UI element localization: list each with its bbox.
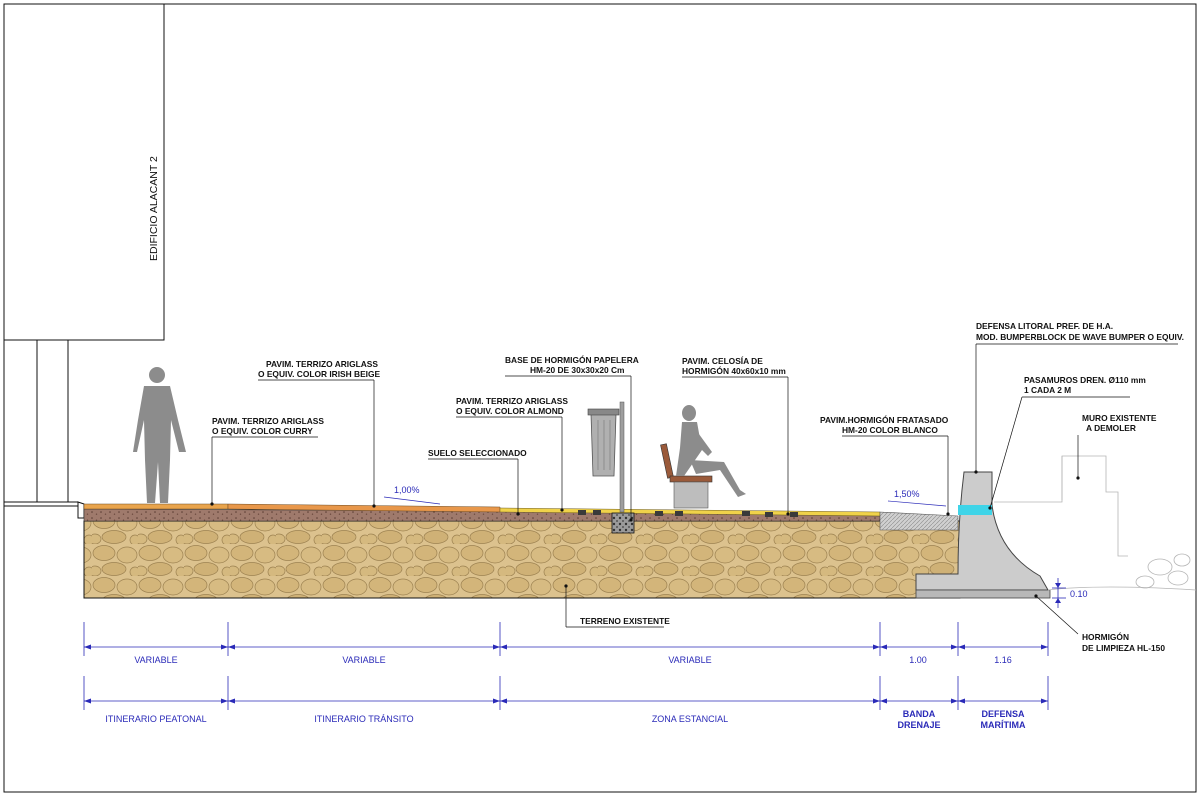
svg-text:0.10: 0.10	[1070, 589, 1088, 599]
litter-bin	[587, 401, 625, 513]
sea-defense-wall	[915, 471, 1051, 599]
label-muro-existente: MURO EXISTENTE A DEMOLER	[1076, 413, 1157, 480]
bench-with-sitting-person	[660, 405, 746, 509]
label-celosia: PAVIM. CELOSÍA DE HORMIGÓN 40x60x10 mm	[682, 355, 790, 516]
label-base-hormigon: BASE DE HORMIGÓN PAPELERA HM-20 DE 30x30…	[505, 354, 639, 522]
building-label: EDIFICIO ALACANT 2	[148, 156, 160, 261]
label-fratasado: PAVIM.HORMIGÓN FRATASADO HM-20 COLOR BLA…	[820, 414, 950, 516]
svg-text:MURO EXISTENTE: MURO EXISTENTE	[1082, 413, 1157, 423]
svg-text:VARIABLE: VARIABLE	[134, 655, 177, 665]
standing-person-figure	[133, 367, 186, 503]
drainage-band	[879, 511, 959, 531]
svg-text:DE LIMPIEZA HL-150: DE LIMPIEZA HL-150	[1082, 643, 1165, 653]
terrain-stone-base	[83, 520, 961, 599]
svg-text:DRENAJE: DRENAJE	[897, 720, 940, 730]
svg-text:VARIABLE: VARIABLE	[668, 655, 711, 665]
drain-pipe	[958, 505, 992, 515]
curry-pavement	[83, 503, 229, 510]
dimension-offset: 0.10	[1052, 578, 1088, 608]
dimension-zone-labels: ITINERARIO PEATONAL ITINERARIO TRÁNSITO …	[105, 709, 1026, 730]
svg-text:1.16: 1.16	[994, 655, 1012, 665]
svg-text:MARÍTIMA: MARÍTIMA	[981, 720, 1026, 730]
dimension-row-widths	[83, 622, 1049, 656]
svg-text:HORMIGÓN: HORMIGÓN	[1082, 631, 1129, 642]
existing-wall	[994, 455, 1197, 591]
svg-text:1,00%: 1,00%	[394, 485, 420, 495]
dimension-row-zones	[83, 676, 1049, 710]
label-terreno-existente: TERRENO EXISTENTE	[564, 584, 670, 628]
svg-text:A DEMOLER: A DEMOLER	[1086, 423, 1136, 433]
svg-text:HM-20 COLOR BLANCO: HM-20 COLOR BLANCO	[842, 425, 938, 435]
label-terrizo-irish-beige: PAVIM. TERRIZO ARIGLASS O EQUIV. COLOR I…	[258, 359, 380, 508]
label-pasamuros: PASAMUROS DREN. Ø110 mm 1 CADA 2 M	[988, 375, 1146, 510]
svg-text:PAVIM. TERRIZO ARIGLASS: PAVIM. TERRIZO ARIGLASS	[212, 416, 324, 426]
svg-text:HORMIGÓN 40x60x10 mm: HORMIGÓN 40x60x10 mm	[682, 365, 786, 376]
lattice-blocks	[578, 510, 798, 517]
label-terrizo-curry: PAVIM. TERRIZO ARIGLASS O EQUIV. COLOR C…	[210, 416, 324, 506]
svg-text:SUELO SELECCIONADO: SUELO SELECCIONADO	[428, 448, 527, 458]
slope-left: 1,00%	[383, 485, 441, 505]
svg-text:DEFENSA: DEFENSA	[981, 709, 1025, 719]
building: EDIFICIO ALACANT 2	[3, 3, 165, 519]
svg-text:O EQUIV. COLOR ALMOND: O EQUIV. COLOR ALMOND	[456, 406, 564, 416]
label-hormigon-limpieza: HORMIGÓN DE LIMPIEZA HL-150	[1034, 594, 1165, 653]
svg-text:BANDA: BANDA	[903, 709, 936, 719]
slope-right: 1,50%	[887, 489, 947, 507]
svg-text:DEFENSA LITORAL PREF. DE H.A.: DEFENSA LITORAL PREF. DE H.A.	[976, 321, 1113, 331]
svg-text:1,50%: 1,50%	[894, 489, 920, 499]
svg-text:MOD. BUMPERBLOCK DE WAVE BUMPE: MOD. BUMPERBLOCK DE WAVE BUMPER O EQUIV.	[976, 332, 1184, 342]
drawing-frame	[3, 3, 1197, 793]
label-terrizo-almond: PAVIM. TERRIZO ARIGLASS O EQUIV. COLOR A…	[456, 396, 568, 512]
svg-text:TERRENO EXISTENTE: TERRENO EXISTENTE	[580, 616, 670, 626]
svg-text:HM-20 DE 30x30x20 Cm: HM-20 DE 30x30x20 Cm	[530, 365, 625, 375]
svg-text:ITINERARIO TRÁNSITO: ITINERARIO TRÁNSITO	[314, 714, 413, 724]
svg-text:BASE DE HORMIGÓN PAPELERA: BASE DE HORMIGÓN PAPELERA	[505, 354, 639, 365]
svg-text:PAVIM.HORMIGÓN FRATASADO: PAVIM.HORMIGÓN FRATASADO	[820, 414, 949, 425]
svg-text:O EQUIV. COLOR IRISH BEIGE: O EQUIV. COLOR IRISH BEIGE	[258, 369, 380, 379]
label-suelo-seleccionado: SUELO SELECCIONADO	[428, 448, 527, 516]
svg-text:ITINERARIO PEATONAL: ITINERARIO PEATONAL	[105, 714, 206, 724]
svg-text:O EQUIV. COLOR CURRY: O EQUIV. COLOR CURRY	[212, 426, 313, 436]
svg-text:ZONA ESTANCIAL: ZONA ESTANCIAL	[652, 714, 728, 724]
svg-text:PAVIM. TERRIZO ARIGLASS: PAVIM. TERRIZO ARIGLASS	[266, 359, 378, 369]
dimension-width-labels: VARIABLE VARIABLE VARIABLE 1.00 1.16	[134, 655, 1011, 665]
bin-foundation	[611, 512, 635, 534]
svg-text:PAVIM. TERRIZO ARIGLASS: PAVIM. TERRIZO ARIGLASS	[456, 396, 568, 406]
label-defensa-litoral: DEFENSA LITORAL PREF. DE H.A. MOD. BUMPE…	[974, 321, 1184, 474]
svg-text:PAVIM. CELOSÍA DE: PAVIM. CELOSÍA DE	[682, 355, 763, 366]
lean-concrete	[915, 589, 1051, 599]
svg-text:1.00: 1.00	[909, 655, 927, 665]
svg-text:1 CADA 2 M: 1 CADA 2 M	[1024, 385, 1071, 395]
svg-text:VARIABLE: VARIABLE	[342, 655, 385, 665]
svg-text:PASAMUROS DREN. Ø110 mm: PASAMUROS DREN. Ø110 mm	[1024, 375, 1146, 385]
